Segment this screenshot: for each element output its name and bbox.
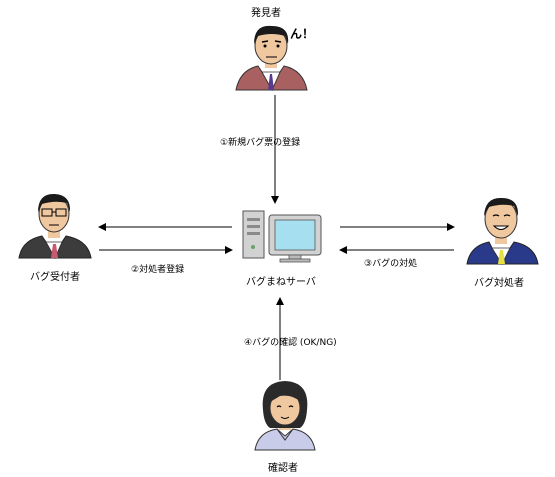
step-2-label: ②対処者登録: [131, 265, 185, 275]
step-3-label: ③バグの対処: [364, 259, 418, 269]
step-4-label: ④バグの確認 (OK/NG): [244, 338, 337, 348]
smiling-man-icon: [466, 197, 539, 266]
man-with-glasses-icon: [18, 193, 92, 260]
handler-label: バグ対処者: [474, 278, 524, 289]
step-1-label: ①新規バグ票の登録: [220, 138, 301, 148]
exclamation-text: ん！: [290, 27, 315, 41]
woman-icon: [254, 381, 316, 451]
server-label: バグまねサーバ: [246, 277, 316, 288]
discoverer-label: 発見者: [251, 8, 281, 19]
receiver-label: バグ受付者: [30, 272, 80, 283]
businessman-icon: [235, 25, 308, 92]
confirmer-label: 確認者: [268, 463, 298, 474]
server-computer-icon: [242, 210, 322, 263]
